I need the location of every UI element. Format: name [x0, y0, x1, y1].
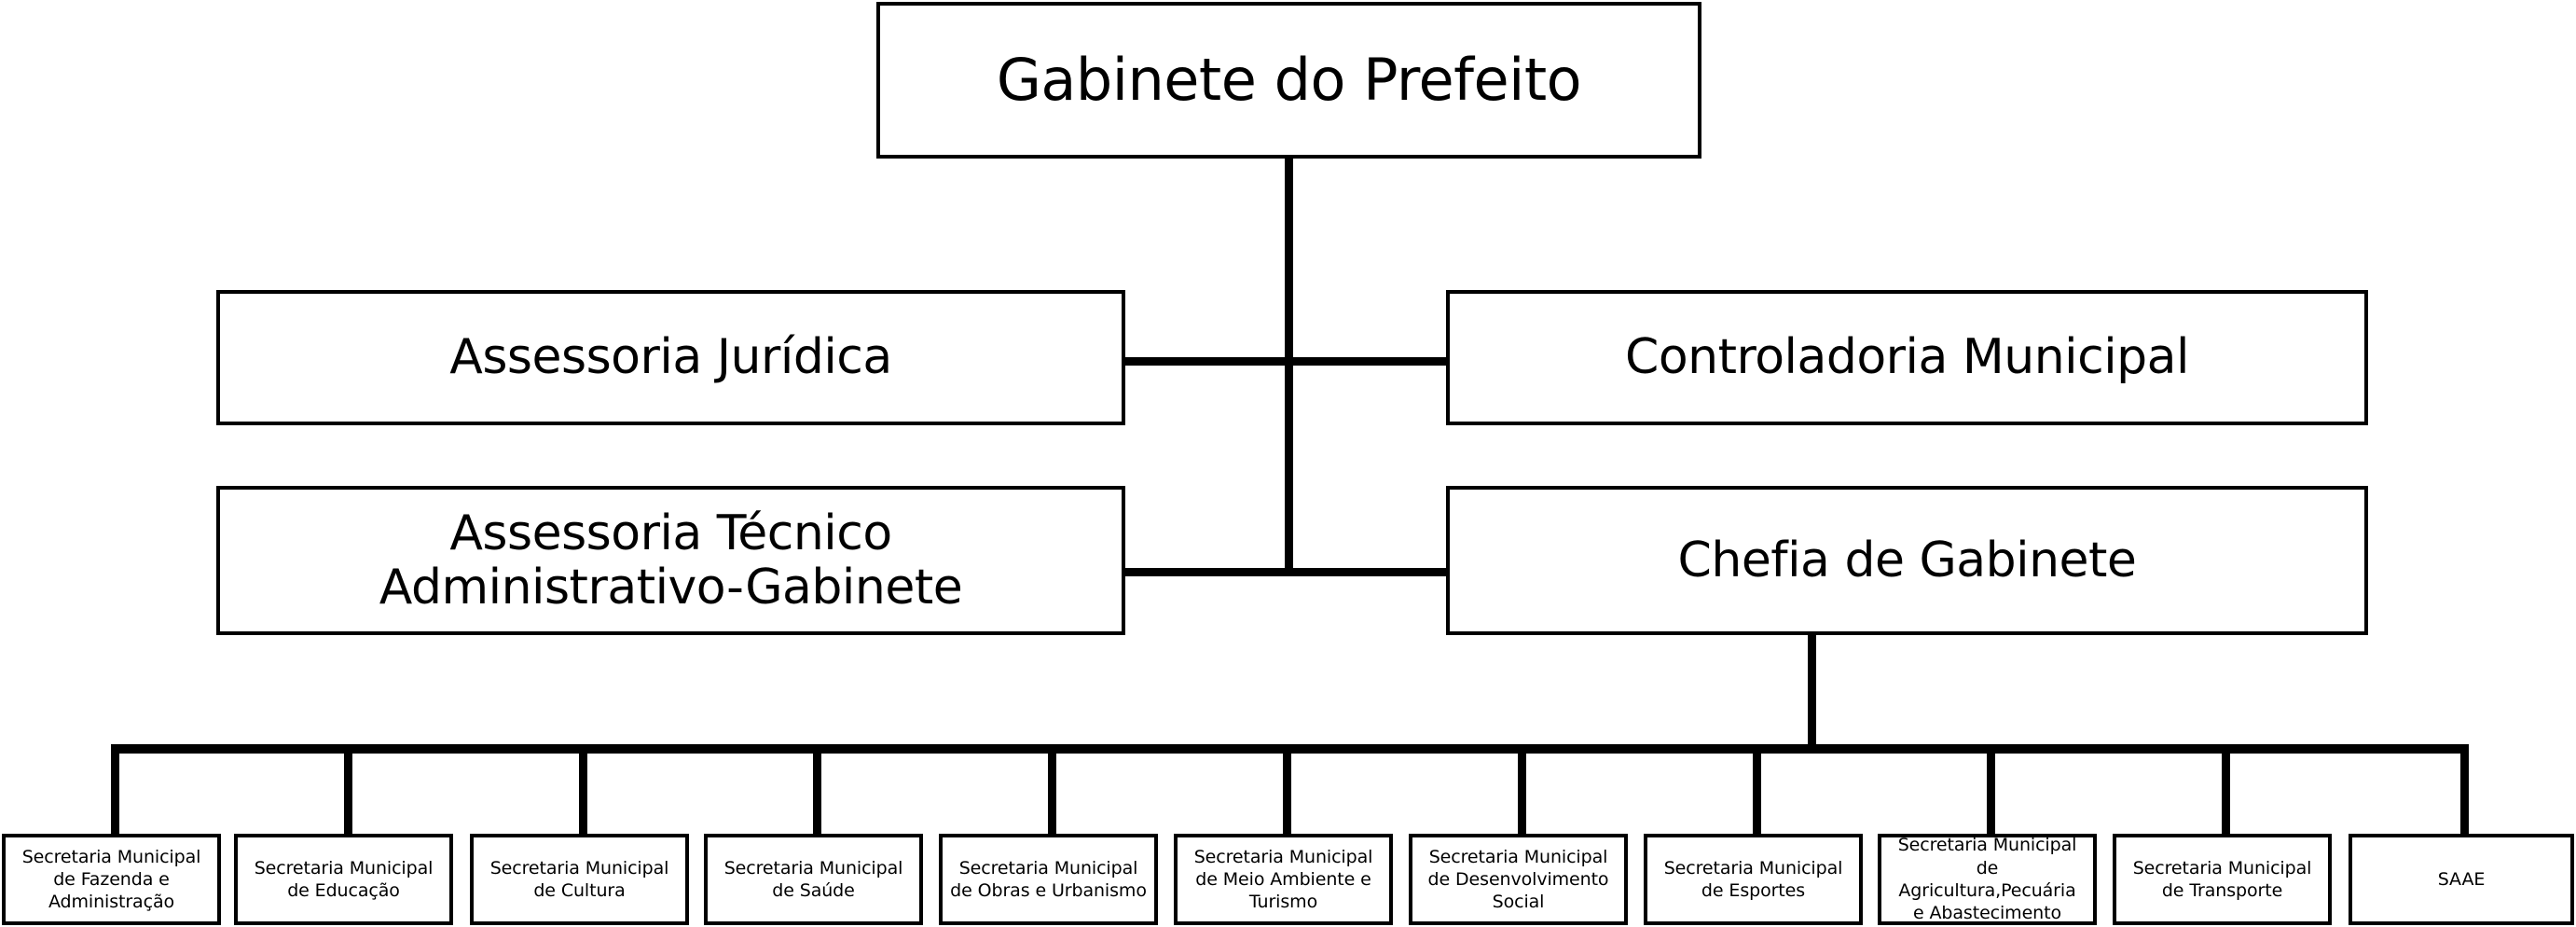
- node-assessoria-juridica[interactable]: Assessoria Jurídica: [216, 290, 1125, 425]
- node-assessoria-tecnico-administrativo-gabinete[interactable]: Assessoria Técnico Administrativo-Gabine…: [216, 486, 1125, 635]
- node-label: Secretaria Municipal de Saúde: [723, 857, 903, 901]
- connector-drop-3: [579, 744, 587, 837]
- node-label: Assessoria Jurídica: [449, 329, 892, 386]
- node-secretaria-educacao[interactable]: Secretaria Municipal de Educação: [234, 834, 453, 925]
- node-secretaria-saude[interactable]: Secretaria Municipal de Saúde: [704, 834, 923, 925]
- node-saae[interactable]: SAAE: [2349, 834, 2574, 925]
- node-label: Secretaria Municipal de Desenvolvimento …: [1427, 846, 1609, 913]
- node-gabinete-do-prefeito[interactable]: Gabinete do Prefeito: [876, 2, 1701, 159]
- node-secretaria-esportes[interactable]: Secretaria Municipal de Esportes: [1644, 834, 1863, 925]
- node-secretaria-obras-urbanismo[interactable]: Secretaria Municipal de Obras e Urbanism…: [939, 834, 1158, 925]
- node-secretaria-meio-ambiente-turismo[interactable]: Secretaria Municipal de Meio Ambiente e …: [1174, 834, 1393, 925]
- node-label: Secretaria Municipal de Obras e Urbanism…: [950, 857, 1147, 901]
- node-label: Secretaria Municipal de Meio Ambiente e …: [1193, 846, 1373, 913]
- connector-drop-11: [2460, 744, 2469, 837]
- node-label: Secretaria Municipal de Fazenda e Admini…: [21, 846, 201, 913]
- connector-crossbar-row1: [1122, 357, 1450, 366]
- node-secretaria-cultura[interactable]: Secretaria Municipal de Cultura: [470, 834, 689, 925]
- connector-drop-1: [111, 744, 119, 837]
- node-secretaria-fazenda-administracao[interactable]: Secretaria Municipal de Fazenda e Admini…: [2, 834, 221, 925]
- node-label: Chefia de Gabinete: [1677, 532, 2137, 588]
- node-label: Secretaria Municipal de Cultura: [489, 857, 669, 901]
- connector-drop-9: [1987, 744, 1995, 837]
- connector-drop-10: [2222, 744, 2230, 837]
- connector-drop-6: [1283, 744, 1291, 837]
- connector-drop-4: [813, 744, 821, 837]
- node-label: Gabinete do Prefeito: [996, 45, 1582, 114]
- node-label: Assessoria Técnico Administrativo-Gabine…: [379, 505, 963, 616]
- connector-crossbar-row2: [1122, 568, 1450, 576]
- connector-trunk-chefia: [1808, 630, 1816, 752]
- node-label: Secretaria Municipal de Esportes: [1663, 857, 1843, 901]
- connector-trunk-main: [1285, 156, 1293, 575]
- node-chefia-de-gabinete[interactable]: Chefia de Gabinete: [1446, 486, 2368, 635]
- node-label: Controladoria Municipal: [1625, 329, 2189, 386]
- connector-drop-7: [1518, 744, 1526, 837]
- connector-drop-5: [1048, 744, 1056, 837]
- node-label: Secretaria Municipal de Agricultura,Pecu…: [1897, 835, 2077, 924]
- node-controladoria-municipal[interactable]: Controladoria Municipal: [1446, 290, 2368, 425]
- node-label: SAAE: [2437, 868, 2486, 890]
- node-label: Secretaria Municipal de Transporte: [2132, 857, 2312, 901]
- node-secretaria-desenvolvimento-social[interactable]: Secretaria Municipal de Desenvolvimento …: [1409, 834, 1628, 925]
- node-secretaria-agricultura-pecuaria-abastecimento[interactable]: Secretaria Municipal de Agricultura,Pecu…: [1878, 834, 2097, 925]
- node-secretaria-transporte[interactable]: Secretaria Municipal de Transporte: [2113, 834, 2332, 925]
- node-label: Secretaria Municipal de Educação: [254, 857, 434, 901]
- connector-drop-8: [1753, 744, 1761, 837]
- connector-drop-2: [344, 744, 352, 837]
